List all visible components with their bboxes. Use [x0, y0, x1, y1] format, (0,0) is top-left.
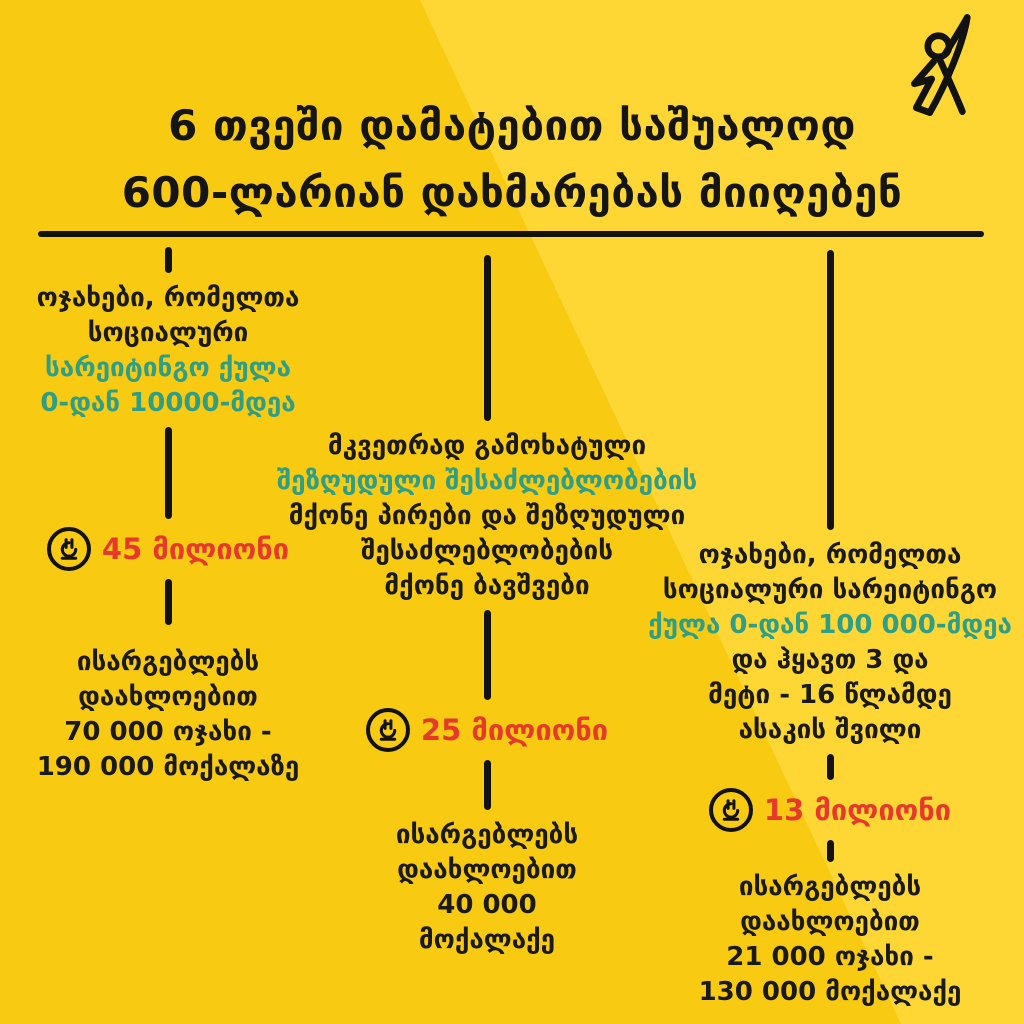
timeline-connector: [826, 754, 834, 780]
amount-badge: 13 მილიონი: [708, 788, 952, 832]
criteria-line: ასაკის შვილი: [738, 715, 922, 745]
beneficiaries-line: 190 000 მოქალაზე: [36, 752, 300, 782]
criteria-line-highlight: შეზღუდული შესაძლებლობების: [276, 466, 698, 496]
title-line-2: 600-ლარიან დახმარებას მიიღებენ: [121, 168, 903, 218]
timeline-connector: [826, 250, 834, 530]
timeline-connector: [164, 579, 172, 625]
amount-badge: 45 მილიონი: [46, 527, 290, 571]
criteria-text: მკვეთრად გამოხატული შეზღუდული შესაძლებლო…: [277, 429, 697, 604]
timeline-horizontal-rule: [38, 231, 984, 237]
timeline-connector: [164, 427, 172, 519]
criteria-line: მქონე ბავშვები: [384, 571, 590, 601]
criteria-line: მეტი - 16 წლამდე: [708, 680, 952, 710]
page-title: 6 თვეში დამატებით საშუალოდ 600-ლარიან და…: [0, 92, 1024, 226]
beneficiaries-text: ისარგებლებს დაახლოებით 21 000 ოჯახი - 13…: [699, 870, 962, 1010]
beneficiaries-line: 40 000: [437, 890, 537, 920]
criteria-line: სოციალური სარეიტინგო: [662, 575, 998, 605]
beneficiaries-text: ისარგებლებს დაახლოებით 70 000 ოჯახი - 19…: [37, 645, 300, 785]
criteria-line: ოჯახები, რომელთა: [36, 283, 300, 313]
criteria-line-highlight: სარეიტინგო ქულა: [45, 353, 291, 383]
lari-circle-icon: [46, 527, 91, 571]
beneficiaries-line: ისარგებლებს: [738, 872, 922, 902]
timeline-column-3: ოჯახები, რომელთა სოციალური სარეიტინგო ქუ…: [648, 250, 1012, 1016]
timeline-connector: [164, 247, 172, 273]
criteria-line: და ჰყავთ 3 და: [731, 645, 929, 675]
amount-label: 45 მილიონი: [101, 532, 290, 566]
lari-circle-icon: [365, 708, 410, 752]
beneficiaries-line: ისარგებლებს: [395, 820, 579, 850]
lari-circle-icon: [708, 788, 753, 832]
amount-label: 13 მილიონი: [763, 793, 952, 827]
criteria-text: ოჯახები, რომელთა სოციალური სარეიტინგო ქუ…: [37, 281, 300, 421]
beneficiaries-line: 130 000 მოქალაქე: [698, 977, 962, 1007]
amount-badge: 25 მილიონი: [365, 708, 609, 752]
timeline-connector: [483, 255, 491, 421]
criteria-line: შესაძლებლობების: [360, 536, 613, 566]
timeline-connector: [483, 610, 491, 700]
timeline-connector: [826, 840, 834, 862]
title-line-1: 6 თვეში დამატებით საშუალოდ: [168, 101, 856, 150]
timeline-connector: [483, 760, 491, 810]
timeline-column-1: ოჯახები, რომელთა სოციალური სარეიტინგო ქუ…: [23, 247, 313, 791]
criteria-line: ოჯახები, რომელთა: [698, 540, 962, 570]
criteria-line: მქონე პირები და შეზღუდული: [288, 501, 686, 531]
person-figure-icon: [911, 14, 971, 116]
beneficiaries-line: დაახლოებით: [78, 682, 258, 712]
beneficiaries-line: ისარგებლებს: [76, 647, 260, 677]
criteria-line: მკვეთრად გამოხატული: [327, 431, 647, 461]
criteria-text: ოჯახები, რომელთა სოციალური სარეიტინგო ქუ…: [648, 538, 1012, 748]
beneficiaries-line: დაახლოებით: [397, 855, 577, 885]
beneficiaries-line: დაახლოებით: [740, 907, 920, 937]
beneficiaries-line: მოქალაქე: [418, 925, 556, 955]
criteria-line-highlight: 0-დან 10000-მდეა: [40, 388, 296, 418]
criteria-line-highlight: ქულა 0-დან 100 000-მდეა: [648, 610, 1012, 640]
timeline-column-2: მკვეთრად გამოხატული შეზღუდული შესაძლებლო…: [277, 255, 697, 964]
beneficiaries-text: ისარგებლებს დაახლოებით 40 000 მოქალაქე: [396, 818, 578, 958]
amount-label: 25 მილიონი: [420, 713, 609, 747]
criteria-line: სოციალური: [87, 318, 249, 348]
beneficiaries-line: 21 000 ოჯახი -: [726, 942, 934, 972]
beneficiaries-line: 70 000 ოჯახი -: [64, 717, 272, 747]
